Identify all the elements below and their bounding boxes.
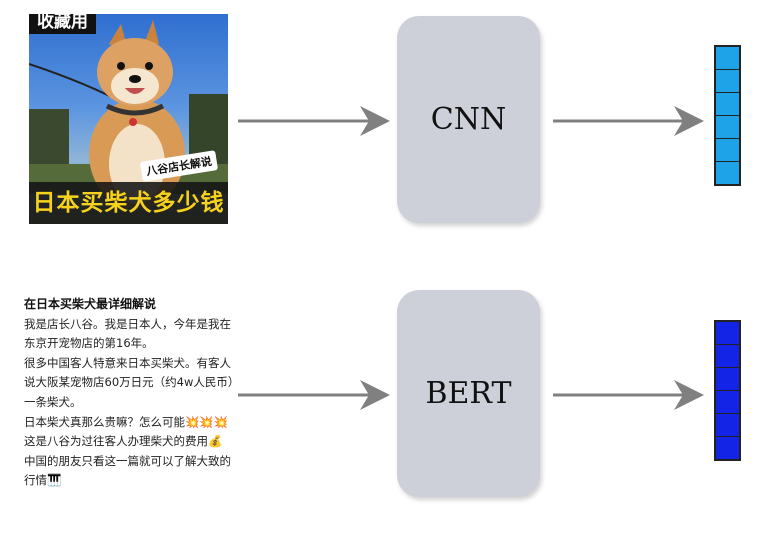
vector-cell	[716, 93, 739, 116]
vector-cell	[716, 391, 739, 414]
image-top-banner: 收藏用	[29, 14, 96, 34]
vector-cell	[716, 414, 739, 437]
vector-cell	[716, 322, 739, 345]
post-title: 在日本买柴犬最详细解说	[24, 297, 157, 311]
image-caption: 日本买柴犬多少钱	[29, 182, 228, 224]
vector-cell	[716, 162, 739, 184]
text-post: 在日本买柴犬最详细解说 我是店长八谷。我是日本人，今年是我在东京开宠物店的第16…	[24, 295, 234, 491]
post-paragraph: 很多中国客人特意来日本买柴犬。有客人说大阪某宠物店60万日元（约4w人民币）一条…	[24, 355, 234, 409]
image-feature-vector	[714, 45, 741, 186]
cnn-label: CNN	[430, 102, 507, 137]
post-paragraph: 中国的朋友只看这一篇就可以了解大致的行情🎹	[24, 453, 231, 488]
post-paragraph: 日本柴犬真那么贵嘛？怎么可能💥💥💥	[24, 414, 228, 429]
bert-label: BERT	[425, 376, 512, 411]
vector-cell	[716, 368, 739, 391]
bert-model-box: BERT	[397, 290, 540, 497]
vector-cell	[716, 345, 739, 368]
post-paragraph: 这是八谷为过往客人办理柴犬的费用💰	[24, 434, 223, 449]
vector-cell	[716, 139, 739, 162]
vector-cell	[716, 437, 739, 459]
vector-cell	[716, 116, 739, 139]
dog-thumbnail-image: 收藏用 八谷店长解说 日本买柴犬多少钱	[29, 14, 228, 224]
vector-cell	[716, 70, 739, 93]
vector-cell	[716, 47, 739, 70]
cnn-model-box: CNN	[397, 16, 540, 223]
post-paragraph: 我是店长八谷。我是日本人，今年是我在东京开宠物店的第16年。	[24, 316, 231, 351]
text-feature-vector	[714, 320, 741, 461]
